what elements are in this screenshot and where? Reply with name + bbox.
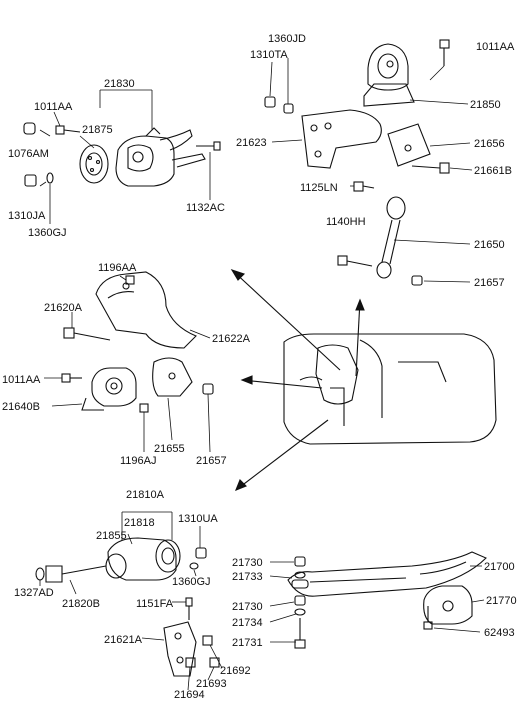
nut-1310UA	[195, 547, 207, 559]
leaders-top-right	[269, 58, 473, 283]
label-1360JD: 1360JD	[268, 33, 306, 45]
bracket-21621A	[163, 621, 197, 677]
bolts-21692-21693-21694	[185, 635, 220, 668]
part-labels: 21830 1011AA 21875 1076AM 1310JA 1360GJ …	[2, 33, 517, 701]
label-1125LN: 1125LN	[300, 182, 338, 194]
cover-21622A	[95, 271, 197, 349]
label-1360GJ-b: 1360GJ	[172, 576, 211, 588]
label-21623: 21623	[236, 137, 267, 149]
bracket-21623	[301, 109, 382, 169]
label-62493: 62493	[484, 627, 515, 639]
bolt-1011AA-c	[61, 373, 82, 383]
label-21820B: 21820B	[62, 598, 100, 610]
rubber-disc-21875	[79, 144, 109, 184]
bolt-62493	[423, 606, 433, 630]
label-1196AJ: 1196AJ	[120, 455, 157, 467]
nut-21657-b	[202, 383, 214, 395]
label-21733: 21733	[232, 571, 263, 583]
label-21661B: 21661B	[474, 165, 512, 177]
bolt-1151FA	[185, 597, 193, 620]
label-21657-a: 21657	[474, 277, 505, 289]
label-1151FA: 1151FA	[136, 598, 174, 610]
bolt-1132AC	[196, 141, 221, 151]
nut-1076AM	[23, 122, 36, 135]
label-21622A: 21622A	[212, 333, 251, 345]
label-21818: 21818	[124, 517, 155, 529]
washer-1360GJ-a	[46, 172, 54, 184]
label-21693: 21693	[196, 678, 227, 690]
engine-outline	[283, 333, 497, 445]
label-1196AA: 1196AA	[98, 262, 137, 274]
label-21734: 21734	[232, 617, 263, 629]
nut-1360JD	[283, 103, 294, 114]
label-21656: 21656	[474, 138, 505, 150]
label-1310UA: 1310UA	[178, 513, 218, 525]
stack-21730-21733	[291, 556, 309, 589]
bolt-21820B	[35, 565, 107, 583]
label-21657-b: 21657	[196, 455, 227, 467]
leaders-top-left	[39, 89, 211, 224]
label-21730-b: 21730	[232, 601, 263, 613]
label-21830: 21830	[104, 78, 135, 90]
label-21650: 21650	[474, 239, 505, 251]
leaders-bottom-right	[269, 561, 485, 643]
mount-21810A	[105, 537, 181, 581]
label-21770: 21770	[486, 595, 517, 607]
label-21655: 21655	[154, 443, 185, 455]
label-1360GJ-a: 1360GJ	[28, 227, 67, 239]
label-21875: 21875	[82, 124, 113, 136]
label-1140HH: 1140HH	[326, 216, 366, 228]
label-21640B: 21640B	[2, 401, 40, 413]
bolt-1196AJ	[139, 403, 149, 413]
bolt-1011AA-b	[439, 39, 450, 66]
label-21694: 21694	[174, 689, 205, 701]
washer-1310JA	[24, 174, 37, 187]
label-21692: 21692	[220, 665, 251, 677]
label-1011AA-a: 1011AA	[34, 101, 73, 113]
washer-1360GJ-b	[189, 562, 199, 570]
label-21620A: 21620A	[44, 302, 83, 314]
label-1076AM: 1076AM	[8, 148, 49, 160]
arrows	[230, 269, 365, 491]
label-1011AA-c: 1011AA	[2, 374, 41, 386]
bolt-1125LN	[353, 181, 375, 192]
nut-21657-a	[411, 275, 423, 286]
label-1327AD: 1327AD	[14, 587, 54, 599]
mount-assembly-21830	[115, 127, 206, 187]
label-1011AA-b: 1011AA	[476, 41, 515, 53]
label-21621A: 21621A	[104, 634, 143, 646]
label-21731: 21731	[232, 637, 263, 649]
rod-21650	[376, 196, 406, 279]
bracket-21655	[152, 357, 193, 397]
crossmember-21700	[287, 551, 487, 597]
label-1310JA: 1310JA	[8, 210, 46, 222]
nut-1310TA	[264, 96, 276, 108]
label-21730-a: 21730	[232, 557, 263, 569]
bolt-21620A	[63, 327, 111, 341]
label-21855: 21855	[96, 530, 127, 542]
bolt-left-21650	[337, 255, 373, 267]
bolt-1011AA-a	[55, 125, 81, 135]
plate-21656	[387, 123, 431, 167]
leaders-mid-left	[44, 275, 211, 453]
bolt-21661B	[411, 162, 450, 174]
mount-21850	[363, 43, 415, 107]
label-21850: 21850	[470, 99, 501, 111]
mount-21770	[423, 585, 473, 625]
label-21810A: 21810A	[126, 489, 165, 501]
mount-21640B	[81, 367, 137, 411]
label-1132AC: 1132AC	[186, 202, 225, 214]
leaders-bottom-left	[39, 511, 223, 691]
stack-21730-21734-21731	[294, 595, 306, 649]
label-1310TA: 1310TA	[250, 49, 288, 61]
label-21700: 21700	[484, 561, 515, 573]
